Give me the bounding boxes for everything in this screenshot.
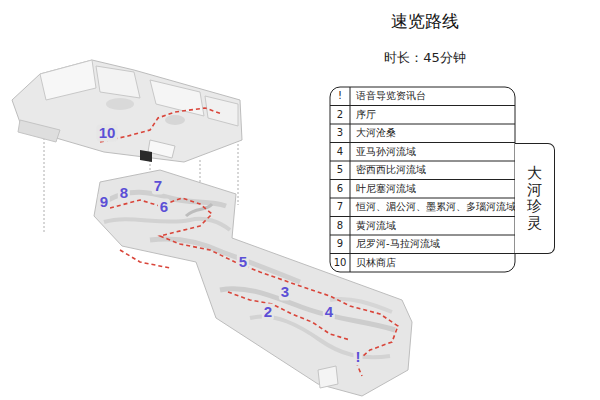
callout-number: 7 [152,177,164,194]
callout-number: 5 [237,253,249,270]
table-rule [330,124,515,125]
table-number: 4 [337,146,343,158]
table-number: 8 [337,220,343,232]
table-rule [330,179,515,180]
group-title: 大河珍灵 [527,165,542,231]
table-rule [330,161,515,162]
callout-number: ! [354,348,363,365]
callout-number: 3 [279,283,291,300]
callout-number: 8 [118,184,130,201]
callout-number: 6 [158,198,170,215]
table-rule [330,253,515,254]
table-rule [330,142,515,143]
table-cell: 尼罗河-马拉河流域 [356,239,440,251]
table-number: 7 [337,202,343,214]
table-cell: 大河沧桑 [356,128,396,140]
table-cell: 密西西比河流域 [356,165,426,177]
table-rule [330,105,515,106]
table-number: 2 [337,109,343,121]
group-bracket-box: 大河珍灵 [515,143,555,254]
table-cell: 语音导览资讯台 [356,91,426,103]
upper-floor [12,60,242,162]
table-number: ! [338,91,342,103]
table-cell: 恒河、湄公河、墨累河、多瑙河流域 [356,202,516,214]
callout-number: 4 [323,303,335,320]
title: 速览路线 [391,12,459,32]
table-number: 9 [337,239,343,251]
table-cell: 黄河流域 [356,220,396,232]
table-number: 6 [337,183,343,195]
table-number: 3 [337,128,343,140]
callout-number: 9 [98,193,110,210]
table-rule [330,198,515,199]
table-number: 5 [337,165,343,177]
table-cell: 叶尼塞河流域 [356,183,416,195]
table-rule [330,216,515,217]
table-number: 10 [334,257,347,269]
subtitle: 时长：45分钟 [384,51,466,66]
table-cell: 序厅 [356,109,376,121]
callout-number: 2 [262,303,274,320]
table-cell: 亚马孙河流域 [356,146,416,158]
table-cell: 贝林商店 [356,257,396,269]
table-rule [330,235,515,236]
legend-table [330,87,515,272]
callout-number: 10 [97,124,118,141]
